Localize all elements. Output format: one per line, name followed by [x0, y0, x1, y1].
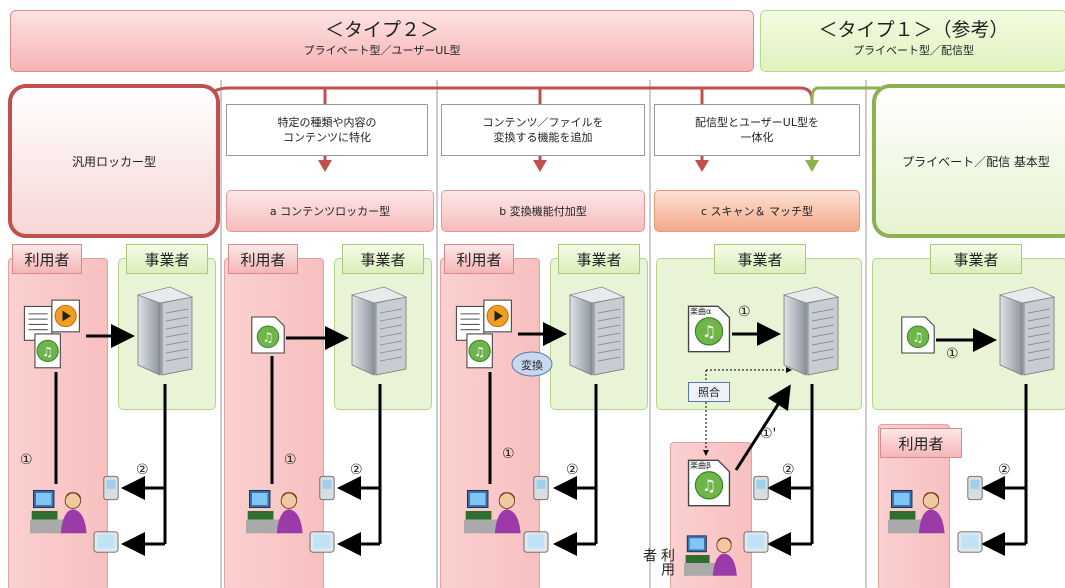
type1-title: ＜タイプ１＞（参考）: [818, 19, 1009, 41]
user-tag-3: 利用者: [444, 244, 514, 274]
convert-bubble: [511, 351, 553, 377]
type2-header: ＜タイプ２＞ プライベート型／ユーザーUL型: [10, 10, 754, 72]
basic-type-label: プライベート／配信 基本型: [902, 154, 1050, 169]
server-icon: [569, 286, 625, 376]
label-a-line2: コンテンツに特化: [283, 131, 371, 144]
user-person-icon: [684, 535, 738, 577]
convert-label: 変換: [521, 359, 543, 372]
type1-subtitle: プライベート型／配信型: [853, 44, 974, 57]
label-box-a: 特定の種類や内容のコンテンツに特化: [226, 104, 428, 156]
type-b-label: b 変換機能付加型: [499, 205, 587, 218]
label-b-line2: 変換する機能を追加: [493, 131, 593, 144]
smartphone-icon: [319, 475, 335, 501]
basic-type-box: プライベート／配信 基本型: [872, 84, 1065, 238]
smartphone-icon: [533, 475, 549, 501]
step1-label: ①: [738, 304, 751, 320]
user-tag-4: 利用者: [641, 548, 675, 576]
type2-title: ＜タイプ２＞: [324, 19, 439, 41]
server-icon: [999, 286, 1055, 376]
step2-label: ②: [782, 462, 795, 478]
files-icon: [455, 299, 512, 369]
type-a-pill: a コンテンツロッカー型: [226, 190, 434, 232]
user-person-icon: [246, 489, 304, 534]
smartphone-icon: [103, 475, 119, 501]
label-a-line1: 特定の種類や内容の: [277, 116, 377, 129]
music-file-icon: [901, 316, 935, 354]
operator-tag-5: 事業者: [930, 244, 1022, 274]
step1-prime-label: ①': [760, 426, 777, 442]
user-tag-1: 利用者: [12, 244, 82, 274]
operator-tag-1: 事業者: [126, 244, 208, 274]
bracket-line-green: [810, 86, 880, 160]
type-c-pill: c スキャン＆ マッチ型: [654, 190, 860, 232]
tablet-icon: [743, 531, 769, 553]
user-person-icon: [30, 489, 88, 534]
step2-label: ②: [566, 462, 579, 478]
step2-label: ②: [136, 462, 149, 478]
tablet-icon: [309, 531, 335, 553]
type-b-pill: b 変換機能付加型: [441, 190, 645, 232]
files-icon: [23, 299, 80, 369]
server-icon: [783, 286, 839, 376]
user-tag-2: 利用者: [228, 244, 298, 274]
user-person-icon: [888, 489, 946, 534]
tablet-icon: [957, 531, 983, 553]
song-b-label: 楽曲β: [690, 461, 712, 470]
tablet-icon: [93, 531, 119, 553]
label-c-line2: 一体化: [740, 131, 774, 144]
smartphone-icon: [753, 475, 769, 501]
step1-label: ①: [284, 452, 297, 468]
operator-tag-3: 事業者: [558, 244, 640, 274]
server-icon: [137, 286, 193, 376]
label-box-c: 配信型とユーザーUL型を一体化: [654, 104, 860, 156]
step2-label: ②: [998, 462, 1011, 478]
type-a-label: a コンテンツロッカー型: [269, 205, 391, 218]
step1-label: ①: [502, 446, 515, 462]
label-b-line1: コンテンツ／ファイルを: [482, 116, 604, 129]
generic-locker-label: 汎用ロッカー型: [71, 154, 156, 169]
smartphone-icon: [967, 475, 983, 501]
match-label: 照合: [688, 382, 730, 402]
step1-label: ①: [946, 346, 959, 362]
song-a-label: 楽曲α: [690, 307, 712, 316]
tablet-icon: [523, 531, 549, 553]
operator-tag-2: 事業者: [342, 244, 424, 274]
user-person-icon: [464, 489, 522, 534]
label-box-b: コンテンツ／ファイルを変換する機能を追加: [441, 104, 645, 156]
generic-locker-box: 汎用ロッカー型: [8, 84, 220, 238]
operator-tag-4: 事業者: [714, 244, 806, 274]
type-c-label: c スキャン＆ マッチ型: [700, 205, 814, 218]
type1-header: ＜タイプ１＞（参考） プライベート型／配信型: [760, 10, 1065, 72]
step2-label: ②: [350, 462, 363, 478]
server-icon: [351, 286, 407, 376]
type2-subtitle: プライベート型／ユーザーUL型: [303, 44, 461, 57]
label-c-line1: 配信型とユーザーUL型を: [695, 116, 819, 129]
step1-label: ①: [20, 452, 33, 468]
music-file-icon: [251, 316, 285, 354]
user-tag-5: 利用者: [880, 428, 962, 458]
